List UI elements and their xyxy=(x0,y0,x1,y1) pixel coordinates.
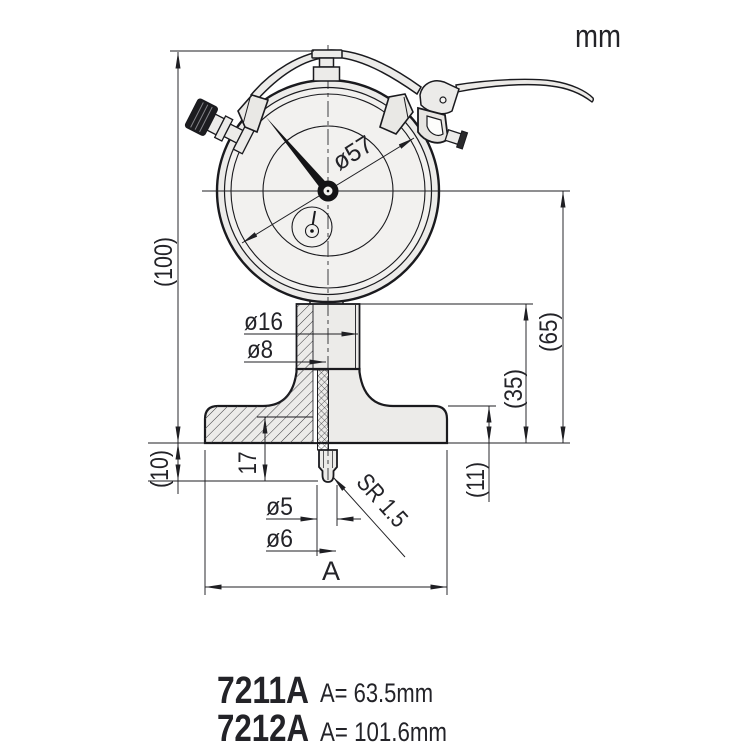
label-point-protrusion: (10) xyxy=(146,450,174,488)
label-overall-height: (100) xyxy=(150,237,178,287)
model-code-2: 7212A xyxy=(217,708,309,750)
lever-band xyxy=(249,49,422,102)
label-base-edge-height: (11) xyxy=(462,462,490,498)
dimension-base-width: A xyxy=(204,450,448,595)
limit-marker-left xyxy=(237,94,270,134)
dimension-base-edge-height: (11) xyxy=(448,405,570,502)
spindle-section xyxy=(317,369,329,451)
label-tip-radius: SR 1.5 xyxy=(351,468,413,533)
label-base-width: A xyxy=(322,556,340,586)
base-section-hatch xyxy=(205,369,313,443)
lifting-lever-assembly xyxy=(249,49,595,150)
limit-marker-left-line xyxy=(242,97,251,125)
spindle-lift-nub xyxy=(444,128,469,150)
needle-pointer xyxy=(266,117,332,194)
housing-section-hatch xyxy=(296,303,314,370)
limit-marker-right-line xyxy=(403,96,409,119)
model-code-1: 7211A xyxy=(217,670,309,712)
dimension-center-to-base: (65) xyxy=(535,191,566,443)
lever-pivot-bracket xyxy=(419,80,460,115)
lever-arm xyxy=(455,78,595,103)
dimension-point-length: 17 xyxy=(234,417,268,481)
dimension-stem-top-to-base: (35) xyxy=(360,303,533,443)
dimension-stem-diameter: ø16 xyxy=(244,308,358,337)
dimension-spindle-diameter: ø8 xyxy=(244,336,326,365)
unit-label: mm xyxy=(575,18,621,54)
clamp-knob xyxy=(184,98,256,155)
top-cap xyxy=(311,49,343,82)
pivot-screw xyxy=(439,96,447,104)
dimension-point-large-diameter: ø6 xyxy=(266,525,336,554)
model-spec-1: A= 63.5mm xyxy=(320,678,433,708)
label-center-to-base: (65) xyxy=(535,312,563,352)
dimension-overall-height: (100) xyxy=(150,50,314,443)
dimension-point-small-diameter: ø5 xyxy=(266,485,361,556)
lever-clamp-opening xyxy=(426,115,444,137)
label-point-small-diameter: ø5 xyxy=(266,493,293,521)
contact-point xyxy=(318,449,338,483)
limit-marker-right xyxy=(379,93,414,135)
dimension-point-protrusion: (10) xyxy=(146,442,318,494)
spindle-bore xyxy=(312,369,318,443)
model-list: 7211A A= 63.5mm 7212A A= 101.6mm xyxy=(217,670,447,750)
dimension-tip-radius: SR 1.5 xyxy=(332,468,413,558)
label-stem-diameter: ø16 xyxy=(244,308,283,336)
revolution-counter xyxy=(291,206,333,248)
label-point-large-diameter: ø6 xyxy=(266,525,293,553)
label-spindle-diameter: ø8 xyxy=(247,336,273,364)
model-spec-2: A= 101.6mm xyxy=(320,717,447,747)
label-point-length: 17 xyxy=(234,452,262,475)
dial-needle xyxy=(266,117,339,202)
label-stem-top-to-base: (35) xyxy=(500,369,528,409)
